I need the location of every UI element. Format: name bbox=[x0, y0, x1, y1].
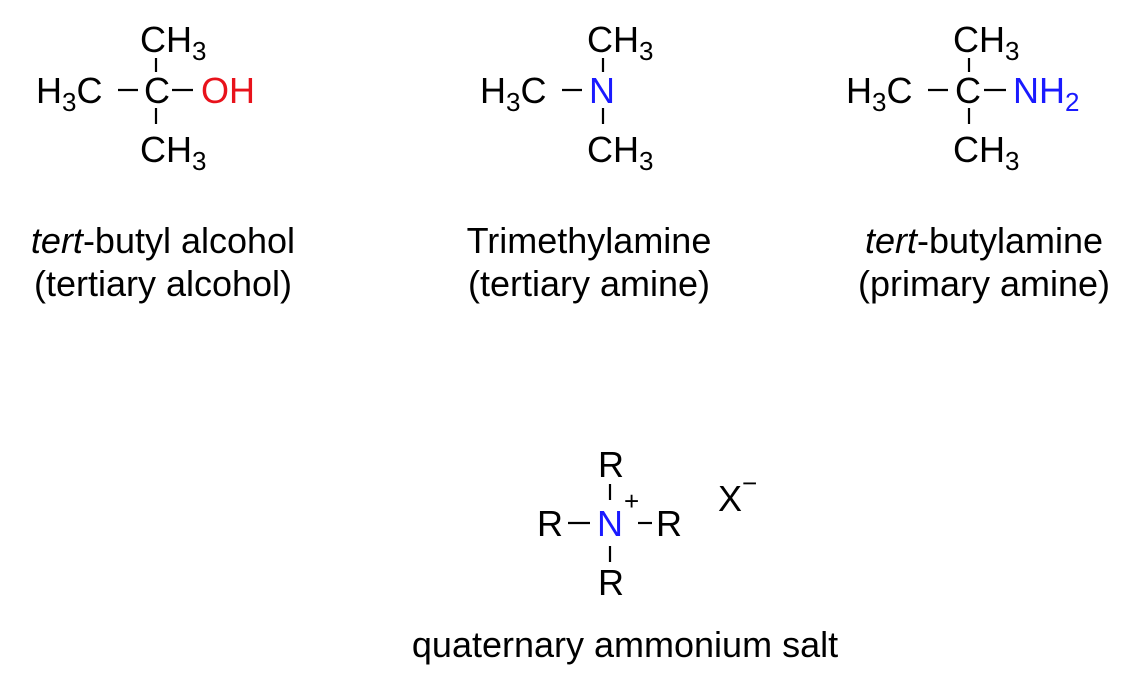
bottom-methyl: CH3 bbox=[140, 129, 206, 176]
quaternary-ammonium-name: quaternary ammonium salt bbox=[412, 624, 838, 665]
r-group-right: R bbox=[656, 503, 682, 544]
amino-group: NH2 bbox=[1013, 70, 1079, 117]
r-group-bottom: R bbox=[598, 562, 624, 603]
r-group-left: R bbox=[537, 503, 563, 544]
bottom-methyl: CH3 bbox=[953, 129, 1019, 176]
top-methyl: CH3 bbox=[140, 19, 206, 66]
positive-charge: + bbox=[624, 486, 639, 516]
trimethylamine-name: Trimethylamine bbox=[467, 220, 712, 261]
nitrogen-atom: N bbox=[597, 503, 623, 544]
tert-butyl-alcohol-structure: CH3 H3C C OH CH3 bbox=[36, 19, 255, 176]
hydroxyl-group: OH bbox=[201, 70, 255, 111]
counterion: X bbox=[718, 478, 742, 519]
tert-butylamine-class: (primary amine) bbox=[858, 263, 1110, 304]
left-methyl: H3C bbox=[846, 70, 912, 117]
nitrogen-atom: N bbox=[589, 70, 615, 111]
central-carbon: C bbox=[144, 70, 170, 111]
trimethylamine-class: (tertiary amine) bbox=[468, 263, 710, 304]
left-methyl: H3C bbox=[480, 70, 546, 117]
tert-butyl-alcohol-name: tert-butyl alcohol bbox=[31, 220, 295, 261]
trimethylamine-structure: CH3 H3C N CH3 bbox=[480, 19, 653, 176]
bottom-methyl: CH3 bbox=[587, 129, 653, 176]
tert-butylamine-name: tert-butylamine bbox=[865, 220, 1103, 261]
negative-charge: − bbox=[742, 468, 757, 498]
central-carbon: C bbox=[955, 70, 981, 111]
top-methyl: CH3 bbox=[953, 19, 1019, 66]
tert-butylamine-structure: CH3 H3C C NH2 CH3 bbox=[846, 19, 1079, 176]
quaternary-ammonium-structure: R R N + R R X − bbox=[537, 444, 757, 603]
r-group-top: R bbox=[598, 444, 624, 485]
tert-butyl-alcohol-class: (tertiary alcohol) bbox=[34, 263, 292, 304]
top-methyl: CH3 bbox=[587, 19, 653, 66]
left-methyl: H3C bbox=[36, 70, 102, 117]
